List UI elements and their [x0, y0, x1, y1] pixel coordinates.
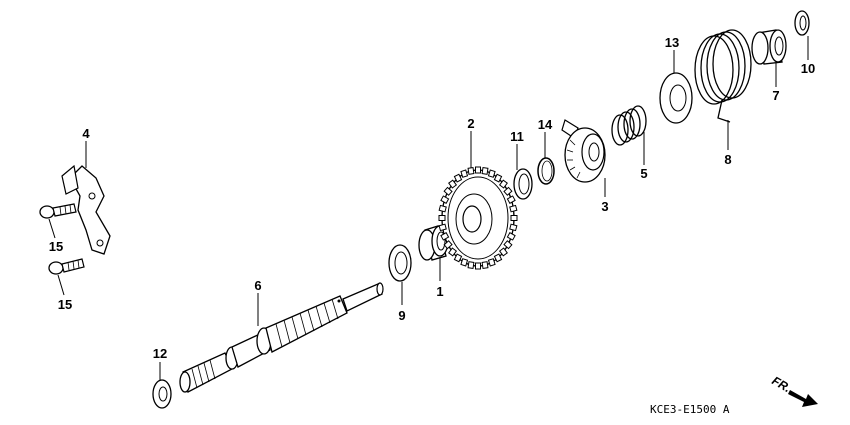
gear-tooth	[487, 169, 496, 178]
gear-tooth	[506, 232, 516, 241]
gear-tooth	[438, 215, 446, 221]
gear-tooth	[481, 261, 489, 269]
part-2-gear	[438, 166, 518, 270]
gear-tooth	[481, 167, 489, 175]
gear-tooth	[460, 258, 469, 267]
gear-tooth	[493, 253, 503, 263]
gear-tooth	[498, 179, 508, 189]
part-13-washer	[659, 72, 693, 124]
callouts: 4 15 15 6 12 9 1 2 11 14 3 5 13 8 7 10	[49, 35, 815, 361]
gear-tooth	[506, 195, 516, 204]
part-9-washer	[388, 244, 412, 282]
leader-lines	[48, 36, 809, 380]
part-12-washer	[152, 379, 172, 409]
gear-tooth	[443, 186, 453, 196]
gear-tooth	[453, 253, 463, 263]
part-14-circlip	[537, 157, 555, 185]
gear-tooth	[440, 232, 450, 241]
gear-tooth	[503, 186, 513, 196]
gear-tooth	[467, 167, 475, 175]
gear-tooth	[443, 240, 453, 250]
gear-tooth	[467, 261, 475, 269]
part-8-return-spring	[694, 29, 752, 123]
callout-4: 4	[82, 126, 90, 141]
part-10-washer	[794, 10, 810, 36]
callout-8: 8	[724, 152, 731, 167]
part-3-ratchet	[561, 119, 606, 183]
callout-7: 7	[772, 88, 779, 103]
callout-6: 6	[254, 278, 261, 293]
part-6-shaft	[179, 282, 384, 393]
part-5-spring	[611, 105, 647, 146]
callout-14: 14	[538, 117, 553, 132]
gear-tooth	[503, 240, 513, 250]
gear-tooth	[493, 173, 503, 183]
callout-10: 10	[801, 61, 815, 76]
gear-tooth	[498, 247, 508, 257]
gear-tooth	[510, 215, 518, 221]
gear-tooth	[509, 223, 518, 232]
gear-tooth	[440, 195, 450, 204]
callout-3: 3	[601, 199, 608, 214]
callout-12: 12	[153, 346, 167, 361]
callout-15-upper: 15	[49, 239, 63, 254]
part-11-washer	[513, 168, 533, 200]
gear-tooth	[475, 262, 481, 270]
callout-13: 13	[665, 35, 679, 50]
front-direction-arrow: FR.	[770, 373, 818, 407]
gear-tooth	[448, 179, 458, 189]
gear-tooth	[487, 258, 496, 267]
arrow-icon	[788, 390, 818, 407]
callout-15-lower: 15	[58, 297, 72, 312]
part-4-plate	[61, 164, 111, 255]
callout-9: 9	[398, 308, 405, 323]
callout-2: 2	[467, 116, 474, 131]
part-7-collar	[751, 29, 787, 65]
gear-tooth	[475, 166, 481, 174]
gear-tooth	[438, 223, 447, 232]
drawing-code: KCE3-E1500 A	[650, 403, 730, 416]
part-15-bolt-lower	[48, 258, 85, 275]
gear-tooth	[460, 169, 469, 178]
part-15-bolt-upper	[39, 203, 77, 219]
callout-1: 1	[436, 284, 443, 299]
gear-tooth	[448, 247, 458, 257]
gear-tooth	[509, 204, 518, 213]
callout-5: 5	[640, 166, 647, 181]
gear-tooth	[453, 173, 463, 183]
callout-11: 11	[510, 129, 524, 144]
gear-tooth	[438, 204, 447, 213]
